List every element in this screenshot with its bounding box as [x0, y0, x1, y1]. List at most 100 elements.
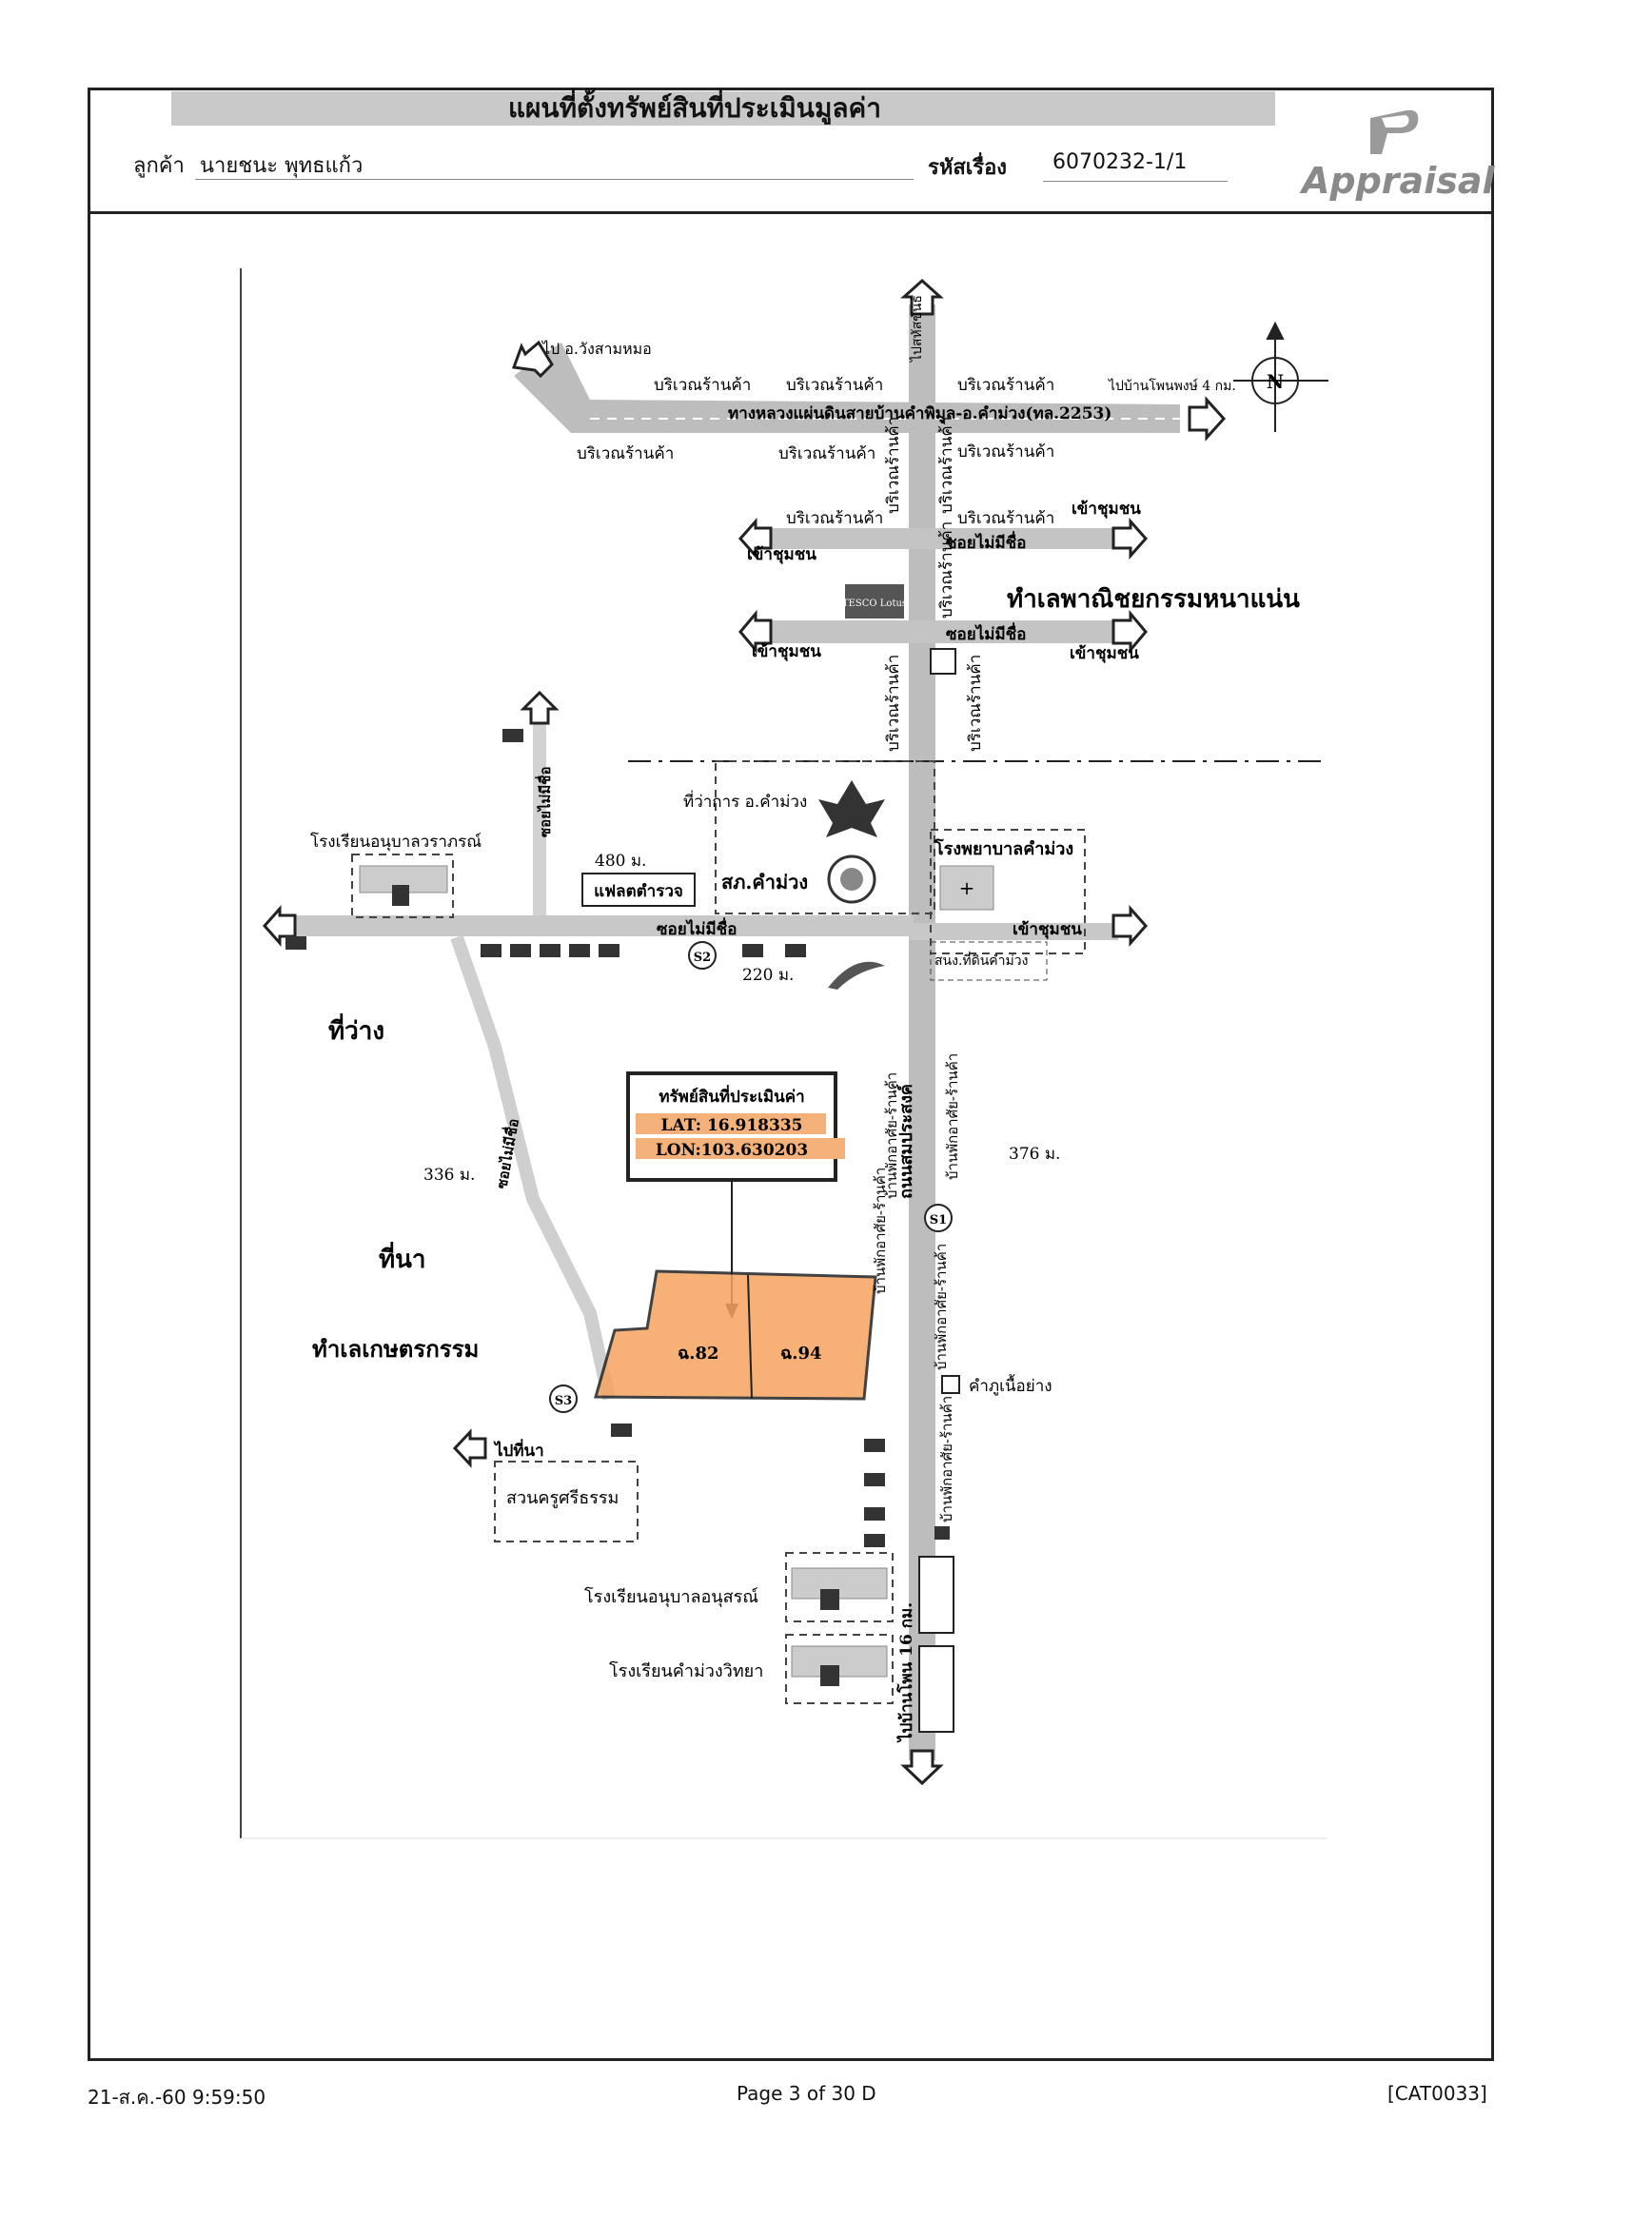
to-field-label: ไปที่นา	[493, 1439, 544, 1461]
district-office-zone	[715, 760, 935, 914]
to-village-label-3: เข้าชุมชน	[752, 642, 821, 661]
svg-text:บ้านพักอาศัย-ร้านค้า: บ้านพักอาศัย-ร้านค้า	[933, 1244, 950, 1370]
customer-label: ลูกค้า	[133, 154, 185, 178]
tesco-icon	[845, 584, 904, 619]
dist-480-label: 480 ม.	[595, 852, 646, 871]
vacant-label: ที่ว่าง	[328, 1012, 384, 1046]
svg-text:บ้านพักอาศัย-ร้านค้า: บ้านพักอาศัย-ร้านค้า	[944, 1053, 961, 1180]
asset-lat: LAT: 16.918335	[661, 1116, 803, 1135]
to-village-label-2: เข้าชุมชน	[747, 545, 816, 564]
house-icons	[285, 729, 950, 1547]
svg-text:บริเวณร้านค้า: บริเวณร้านค้า	[786, 376, 883, 395]
asset-lon: LON:103.630203	[656, 1141, 808, 1160]
svg-text:บริเวณร้านค้า: บริเวณร้านค้า	[937, 521, 956, 619]
dist-336-label: 336 ม.	[423, 1166, 475, 1185]
school-label: โรงเรียนคำม่วงวิทยา	[609, 1660, 763, 1681]
title-bar	[171, 91, 1275, 126]
to-na-khu-label: ไปบ้านโพน 16 กม.	[896, 1602, 916, 1743]
police-flat-label: แฟลตตำรวจ	[594, 882, 683, 901]
header-separator	[88, 211, 1494, 214]
ref-underline	[1043, 181, 1228, 182]
no-name-soi-3: ซอยไม่มีชื่อ	[657, 917, 737, 939]
tesco-label: TESCO Lotus	[842, 599, 907, 609]
soi-2	[761, 620, 1123, 643]
north-label: N	[1267, 370, 1284, 393]
svg-text:S2: S2	[694, 951, 711, 965]
svg-text:บ้านพักอาศัย-ร้านค้า: บ้านพักอาศัย-ร้านค้า	[872, 1168, 889, 1294]
svg-text:บริเวณร้านค้า: บริเวณร้านค้า	[577, 444, 674, 463]
paddy-label: ที่นา	[379, 1241, 426, 1274]
svg-text:บ้านพักอาศัย-ร้านค้า: บ้านพักอาศัย-ร้านค้า	[883, 1072, 900, 1199]
page-frame	[88, 88, 1494, 2061]
svg-text:+: +	[959, 876, 975, 899]
to-wangsam-label: ไป อ.วังสามหมอ	[541, 340, 652, 358]
svg-text:บริเวณร้านค้า: บริเวณร้านค้า	[654, 376, 751, 395]
no-name-soi-1: ซอยไม่มีชื่อ	[946, 531, 1026, 553]
svg-text:บริเวณร้านค้า: บริเวณร้านค้า	[966, 655, 985, 752]
svg-text:S3: S3	[555, 1394, 572, 1408]
shop-labels: บริเวณร้านค้า บริเวณร้านค้า บริเวณร้านค้…	[577, 376, 1054, 752]
svg-text:บริเวณร้านค้า: บริเวณร้านค้า	[786, 509, 883, 528]
plot-2-label: ฉ.94	[780, 1344, 822, 1364]
kindergarten-2-label: โรงเรียนอนุบาลอนุสรณ์	[584, 1586, 758, 1607]
footer-code: [CAT0033]	[1387, 2082, 1487, 2105]
no-name-soi-2: ซอยไม่มีชื่อ	[946, 622, 1026, 644]
garden-label: สวนครูศรีธรรม	[506, 1488, 619, 1508]
hospital-label: โรงพยาบาลคำม่วง	[934, 838, 1073, 859]
west-lane	[285, 915, 914, 936]
north-arrow-marker	[900, 278, 944, 316]
police-label: สภ.คำม่วง	[721, 871, 808, 893]
dist-376-label: 376 ม.	[1009, 1145, 1060, 1164]
svg-text:บริเวณร้านค้า: บริเวณร้านค้า	[778, 444, 875, 463]
appraisal-logo-icon	[1370, 109, 1419, 154]
s3-marker	[549, 1384, 578, 1413]
main-road-label: ถนนสมประสงค์	[895, 1084, 916, 1199]
ref-label: รหัสเรื่อง	[928, 156, 1008, 180]
no-name-soi-5: ซอยไม่มีชื่อ	[535, 767, 554, 838]
kindergarten-1-zone	[351, 854, 454, 918]
svg-text:บริเวณร้านค้า: บริเวณร้านค้า	[957, 442, 1054, 461]
highway-road	[514, 343, 1180, 433]
kindergarten-1-label: โรงเรียนอนุบาลวราภรณ์	[310, 832, 482, 852]
to-east-label: ไปบ้านโพนพงษ์ 4 กม.	[1108, 378, 1236, 394]
customer-name: นายชนะ พุทธแก้ว	[200, 154, 364, 178]
garden-zone	[494, 1461, 639, 1542]
soi-1	[761, 528, 1123, 549]
svg-text:บริเวณร้านค้า: บริเวณร้านค้า	[884, 655, 903, 752]
to-north-label: ไปสหัสขันธ์	[909, 295, 925, 363]
to-village-label-4: เข้าชุมชน	[1070, 644, 1139, 663]
to-village-label-5: เข้าชุมชน	[1013, 920, 1082, 939]
to-village-label-1: เข้าชุมชน	[1072, 500, 1141, 519]
plot-1-label: ฉ.82	[678, 1344, 719, 1364]
kindergarten-2-zone	[785, 1552, 894, 1622]
appraised-plot	[594, 1269, 877, 1401]
garuda-icon	[818, 780, 885, 837]
district-office-label: ที่ว่าการ อ.คำม่วง	[683, 790, 807, 812]
main-road	[909, 304, 935, 1760]
svg-text:บริเวณร้านค้า: บริเวณร้านค้า	[937, 417, 956, 514]
agriculture-label: ทำเลเกษตรกรรม	[312, 1335, 479, 1363]
svg-text:บ้านพักอาศัย-ร้านค้า: บ้านพักอาศัย-ร้านค้า	[938, 1396, 955, 1522]
svg-text:บริเวณร้านค้า: บริเวณร้านค้า	[957, 509, 1054, 528]
svg-text:S1: S1	[930, 1213, 947, 1227]
seven-eleven-icon	[930, 648, 956, 675]
footer-date: 21-ส.ค.-60 9:59:50	[88, 2086, 266, 2109]
s2-marker	[688, 941, 717, 970]
police-flat-box	[581, 873, 696, 907]
ref-number: 6070232-1/1	[1052, 150, 1188, 174]
page-title: แผนที่ตั้งทรัพย์สินที่ประเมินมูลค่า	[507, 92, 882, 124]
asset-label: ทรัพย์สินที่ประเมินค่า	[659, 1085, 804, 1107]
compass-icon	[1233, 321, 1328, 432]
svg-text:บริเวณร้านค้า: บริเวณร้านค้า	[884, 417, 903, 514]
dist-220-label: 220 ม.	[742, 966, 794, 985]
customer-underline	[195, 179, 914, 180]
footer-page: Page 3 of 30 D	[737, 2082, 876, 2105]
logo-text: Appraisal	[1302, 160, 1495, 202]
location-map: N ไป อ.วังสามหมอ ทางหลวงแผ่นดินสายบ้านคำ…	[240, 268, 1328, 1839]
restaurant-label: คำภูเนื้อย่าง	[969, 1374, 1052, 1396]
hospital-zone	[930, 829, 1086, 954]
school-zone	[785, 1634, 894, 1704]
land-office-icon	[828, 961, 885, 990]
hospital-icon	[939, 865, 994, 911]
land-office-label: สนง.ที่ดินคำม่วง	[934, 952, 1028, 969]
